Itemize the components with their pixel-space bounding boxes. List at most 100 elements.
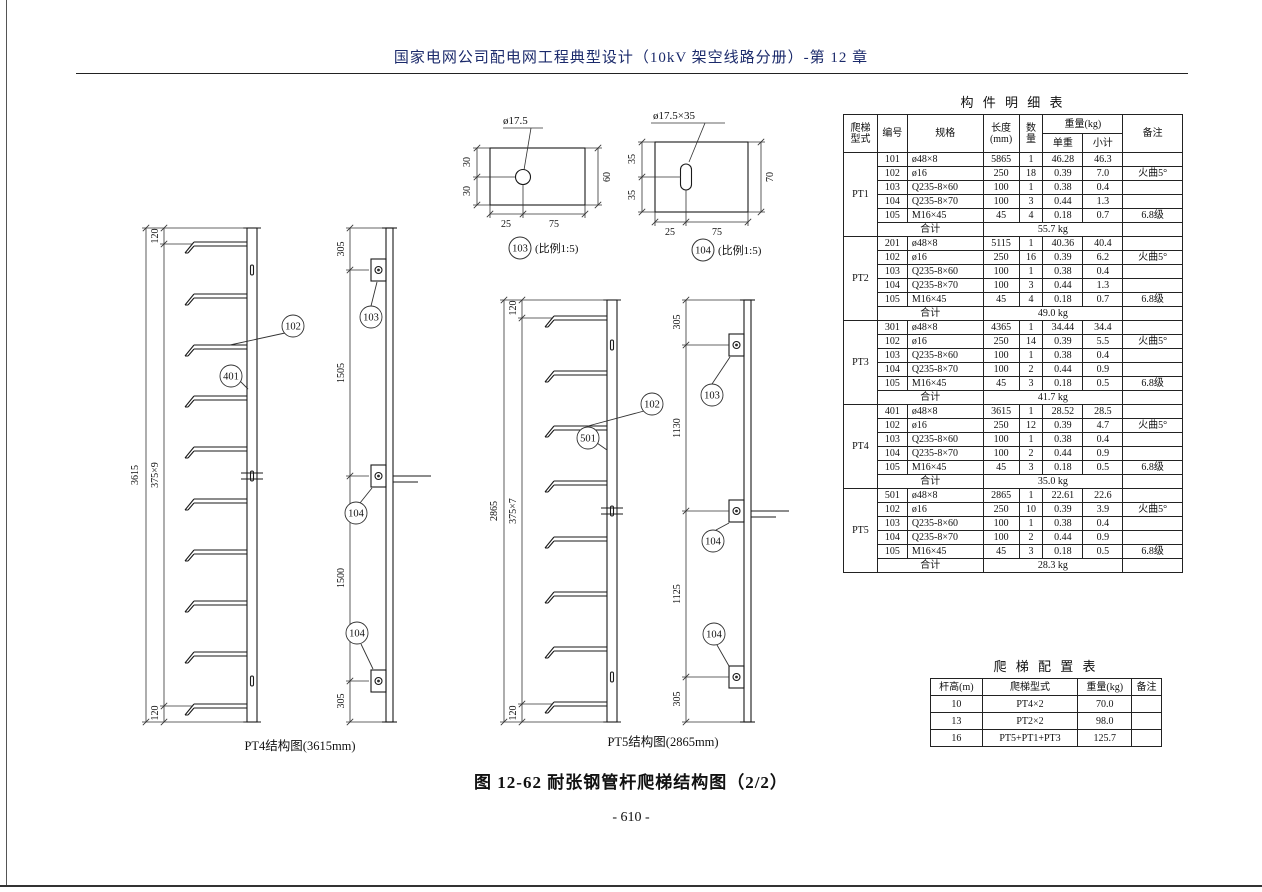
component-cell: 100 bbox=[982, 432, 1020, 447]
total-label-cell: 合计 bbox=[876, 222, 984, 237]
total-remark-cell bbox=[1122, 222, 1183, 237]
component-cell: 18 bbox=[1018, 166, 1044, 181]
component-cell: 2865 bbox=[982, 488, 1020, 503]
component-cell: 34.44 bbox=[1042, 320, 1084, 335]
component-cell: 4365 bbox=[982, 320, 1020, 335]
part-label-102: 102 bbox=[285, 322, 301, 333]
component-cell: 0.7 bbox=[1082, 292, 1124, 307]
config-cell bbox=[1131, 729, 1162, 747]
component-cell: 0.39 bbox=[1042, 250, 1084, 265]
config-header-cell: 备注 bbox=[1131, 678, 1162, 696]
component-cell: 14 bbox=[1018, 334, 1044, 349]
pt5-part-labels bbox=[576, 356, 731, 667]
total-value-cell: 28.3 kg bbox=[982, 558, 1124, 573]
component-cell: 301 bbox=[876, 320, 908, 335]
component-cell: 火曲5° bbox=[1122, 502, 1183, 517]
plate-103 bbox=[489, 147, 586, 206]
dim-bottom-offset: 120 bbox=[508, 706, 519, 721]
ladder-type-cell: PT4 bbox=[843, 404, 878, 489]
component-cell: 5.5 bbox=[1082, 334, 1124, 349]
component-cell: 45 bbox=[982, 460, 1020, 475]
component-cell: 0.38 bbox=[1042, 432, 1084, 447]
component-cell: 0.5 bbox=[1082, 376, 1124, 391]
component-cell: 0.4 bbox=[1082, 264, 1124, 279]
scale-note: (比例1:5) bbox=[535, 241, 579, 255]
component-cell: 46.28 bbox=[1042, 152, 1084, 167]
component-cell: 0.44 bbox=[1042, 194, 1084, 209]
header-length: 长度 (mm) bbox=[982, 114, 1020, 153]
dim-rung-spacing: 375×7 bbox=[508, 498, 519, 524]
total-label-cell: 合计 bbox=[876, 390, 984, 405]
component-cell: 0.38 bbox=[1042, 264, 1084, 279]
component-cell: 100 bbox=[982, 362, 1020, 377]
part-label-104-bot: 104 bbox=[706, 630, 723, 641]
total-remark-cell bbox=[1122, 390, 1183, 405]
total-remark-cell bbox=[1122, 474, 1183, 489]
component-cell: ø48×8 bbox=[906, 152, 984, 167]
sheet-frame-bottom bbox=[0, 885, 1262, 887]
total-remark-cell bbox=[1122, 306, 1183, 321]
component-cell: 104 bbox=[876, 362, 908, 377]
component-cell: ø16 bbox=[906, 502, 984, 517]
detail-104-drawing: ø17.5×35 35 35 70 25 75 104 (比例1:5) bbox=[627, 110, 776, 262]
header-rule bbox=[76, 73, 1188, 74]
component-cell bbox=[1122, 530, 1183, 545]
detail-103-tag: 103 (比例1:5) bbox=[508, 236, 579, 260]
component-cell: 100 bbox=[982, 348, 1020, 363]
component-cell: 6.8级 bbox=[1122, 208, 1183, 223]
component-cell: 45 bbox=[982, 292, 1020, 307]
ladder-type-cell: PT5 bbox=[843, 488, 878, 573]
component-cell: 火曲5° bbox=[1122, 166, 1183, 181]
total-value-cell: 49.0 kg bbox=[982, 306, 1124, 321]
component-cell: 250 bbox=[982, 250, 1020, 265]
component-cell: 6.8级 bbox=[1122, 460, 1183, 475]
component-cell: M16×45 bbox=[906, 208, 984, 223]
dim-bottom-offset: 120 bbox=[150, 706, 161, 721]
dim-75: 75 bbox=[549, 219, 559, 230]
component-cell bbox=[1122, 180, 1183, 195]
config-header-cell: 重量(kg) bbox=[1077, 678, 1133, 696]
dim-overall: 3615 bbox=[130, 465, 141, 485]
component-cell bbox=[1122, 432, 1183, 447]
config-cell: 125.7 bbox=[1077, 729, 1133, 747]
part-label-103: 103 bbox=[363, 313, 379, 324]
component-cell: 103 bbox=[876, 516, 908, 531]
dim-chain-2: 1505 bbox=[336, 363, 347, 383]
component-cell: 100 bbox=[982, 278, 1020, 293]
ladder-type-cell: PT3 bbox=[843, 320, 878, 405]
component-cell: 4.7 bbox=[1082, 418, 1124, 433]
config-cell bbox=[1131, 712, 1162, 730]
total-label-cell: 合计 bbox=[876, 306, 984, 321]
component-cell: 0.39 bbox=[1042, 166, 1084, 181]
header-spec: 规格 bbox=[906, 114, 984, 153]
component-cell: 103 bbox=[876, 432, 908, 447]
component-cell: 100 bbox=[982, 446, 1020, 461]
config-cell: 10 bbox=[930, 695, 983, 713]
config-cell: 13 bbox=[930, 712, 983, 730]
component-cell: 102 bbox=[876, 166, 908, 181]
component-cell: 1 bbox=[1018, 516, 1044, 531]
header-weight: 重量(kg) bbox=[1042, 114, 1124, 134]
component-cell: 1 bbox=[1018, 348, 1044, 363]
header-ladder-type: 爬梯 型式 bbox=[843, 114, 878, 153]
component-cell: 104 bbox=[876, 530, 908, 545]
component-cell: 45 bbox=[982, 208, 1020, 223]
component-cell: Q235-8×60 bbox=[906, 180, 984, 195]
dim-25: 25 bbox=[501, 219, 511, 230]
dims-104 bbox=[638, 122, 765, 226]
joint-marks bbox=[601, 507, 623, 515]
